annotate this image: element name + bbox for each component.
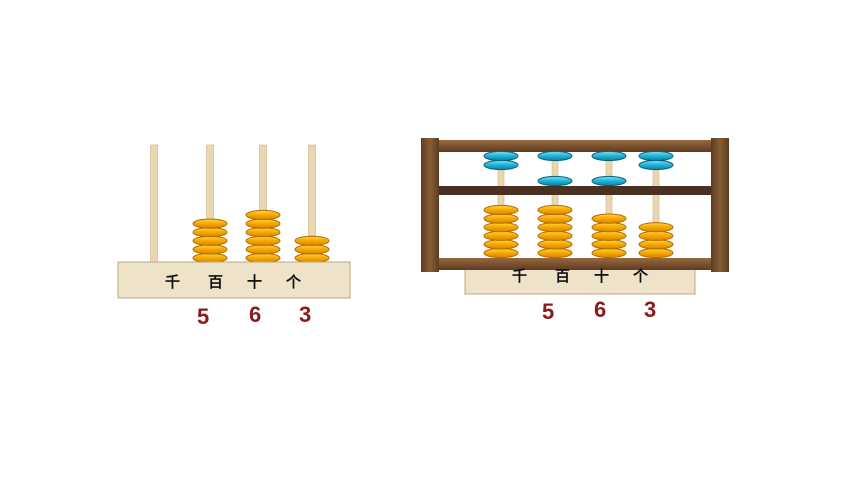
frame-right-post	[711, 138, 729, 272]
frame-label-hundreds: 百	[555, 267, 570, 285]
simple-label-ones: 个	[285, 273, 302, 291]
gold-bead	[591, 213, 627, 224]
frame-top-bar	[421, 140, 729, 152]
blue-bead	[483, 150, 519, 162]
gold-bead	[245, 244, 281, 255]
simple-rod	[150, 144, 158, 265]
gold-bead	[537, 222, 573, 233]
gold-bead	[245, 235, 281, 246]
gold-bead	[245, 227, 281, 238]
gold-bead	[537, 204, 573, 216]
gold-bead	[192, 252, 228, 264]
gold-bead	[192, 218, 228, 229]
gold-bead	[591, 247, 627, 259]
blue-bead	[537, 175, 573, 187]
gold-bead	[245, 218, 281, 229]
gold-bead	[638, 247, 674, 259]
gold-bead	[537, 239, 573, 250]
gold-bead	[638, 230, 674, 241]
gold-bead	[591, 239, 627, 250]
gold-bead	[483, 222, 519, 233]
gold-bead	[483, 204, 519, 216]
frame-bottom-bar	[421, 258, 729, 270]
gold-bead	[591, 230, 627, 241]
blue-bead	[591, 175, 627, 187]
gold-bead	[294, 244, 330, 255]
gold-bead	[483, 239, 519, 250]
gold-bead	[192, 244, 228, 255]
gold-bead	[483, 213, 519, 224]
gold-bead	[483, 247, 519, 259]
blue-bead	[483, 159, 519, 171]
frame-label-thousands: 千	[512, 267, 527, 285]
gold-bead	[294, 252, 330, 264]
simple-digit-ones: 3	[299, 302, 311, 327]
frame-left-post	[421, 138, 439, 272]
gold-bead	[245, 252, 281, 264]
gold-bead	[192, 227, 228, 238]
simple-digit-hundreds: 5	[197, 304, 209, 329]
blue-bead	[537, 150, 573, 162]
simple-label-hundreds: 百	[208, 273, 223, 291]
simple-label-tens: 十	[247, 273, 262, 291]
gold-bead	[638, 222, 674, 233]
gold-bead	[591, 222, 627, 233]
frame-beam	[439, 186, 711, 195]
simple-abacus: 千 百 十 个 5 6 3	[117, 144, 351, 329]
frame-abacus: 千 百 十 个 5 6 3	[421, 138, 729, 324]
gold-bead	[638, 239, 674, 250]
gold-bead	[245, 209, 281, 221]
frame-digit-tens: 6	[594, 297, 606, 322]
frame-label-ones: 个	[632, 267, 649, 285]
frame-abacus-beads	[483, 150, 674, 259]
simple-label-thousands: 千	[165, 273, 180, 291]
gold-bead	[294, 235, 330, 246]
frame-digit-hundreds: 5	[542, 299, 554, 324]
gold-bead	[537, 230, 573, 241]
blue-bead	[638, 159, 674, 171]
frame-label-tens: 十	[594, 267, 609, 285]
frame-digit-ones: 3	[644, 297, 656, 322]
gold-bead	[192, 235, 228, 246]
frame-abacus-rods	[497, 149, 660, 261]
blue-bead	[638, 150, 674, 162]
gold-bead	[537, 247, 573, 259]
simple-abacus-base	[117, 261, 351, 299]
gold-bead	[483, 230, 519, 241]
gold-bead	[537, 213, 573, 224]
blue-bead	[591, 150, 627, 162]
simple-abacus-rods	[150, 144, 316, 265]
simple-digit-tens: 6	[249, 302, 261, 327]
